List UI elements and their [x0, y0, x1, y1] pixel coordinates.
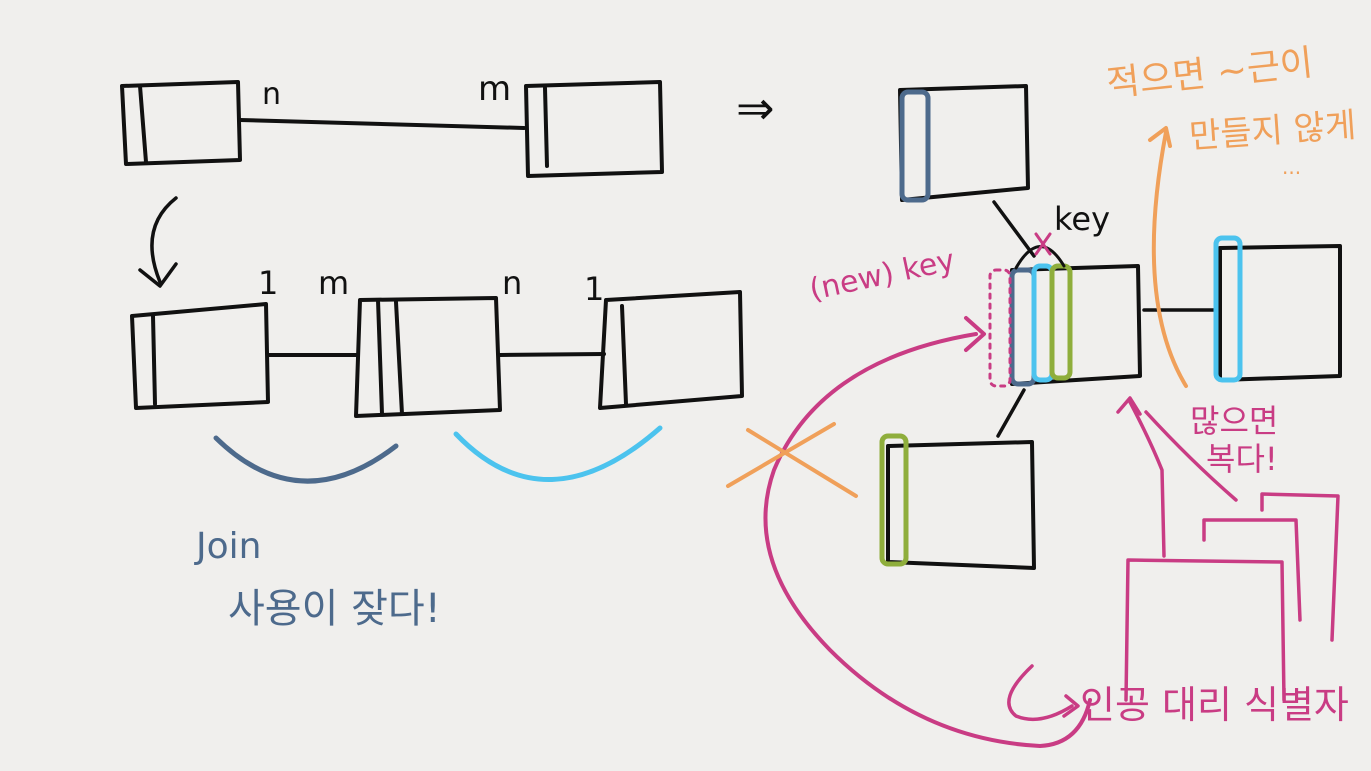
cardinality-n-mid: n	[502, 264, 522, 302]
relationship-line-mid-right	[498, 352, 606, 357]
cardinality-1-left: 1	[258, 264, 278, 302]
surrogate-curve	[763, 316, 1092, 748]
join-brace-sky	[453, 425, 663, 482]
cardinality-1-right: 1	[584, 270, 604, 308]
cardinality-m-top: m	[478, 69, 511, 109]
orange-arc	[1148, 126, 1188, 388]
link-top-to-center	[992, 200, 1036, 258]
entity-box-right-top	[898, 84, 1030, 203]
entity-box-right-bottom	[879, 433, 1036, 570]
entity-box-mid-right	[598, 290, 744, 410]
curved-down-arrow	[138, 196, 178, 288]
orange-cross-mark	[726, 422, 858, 498]
few-note-line2: 만들지 않게	[1188, 105, 1358, 157]
surrogate-hook-arrow	[1007, 664, 1080, 722]
relationship-line-top	[238, 118, 526, 130]
cardinality-n-top: n	[262, 77, 281, 112]
cardinality-m-mid: m	[318, 264, 349, 302]
new-key-label: (new) key	[806, 243, 958, 308]
entity-box-top-right	[524, 80, 664, 178]
join-note-line2: 사용이 잦다!	[228, 586, 441, 632]
join-note-line1: Join	[194, 526, 261, 567]
key-cross-mark	[1034, 232, 1052, 256]
surrogate-key-label: 인공 대리 식별자	[1080, 683, 1349, 727]
few-note-line1: 적으면 ~근이	[1105, 43, 1315, 105]
many-note-line1: 많으면	[1190, 402, 1278, 440]
entity-box-top-left	[120, 80, 242, 166]
entity-box-mid-center	[354, 296, 502, 418]
few-note-line3: ...	[1282, 155, 1301, 179]
key-label: key	[1054, 200, 1110, 238]
entity-box-right-right	[1213, 235, 1342, 383]
transform-arrow: ⇒	[736, 81, 775, 135]
join-brace-slate	[213, 435, 399, 484]
link-center-to-bottom	[996, 388, 1026, 438]
surrogate-bracket-lines	[1116, 396, 1340, 702]
entity-box-mid-left	[130, 302, 270, 410]
entity-box-right-center	[988, 263, 1142, 388]
many-note-line2: 복다!	[1206, 440, 1278, 478]
